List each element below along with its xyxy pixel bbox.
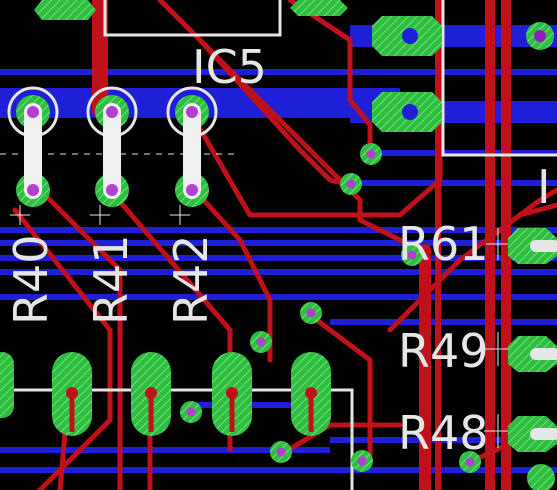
ic-pad-a-hole	[402, 28, 418, 44]
resistor-r41[interactable]	[86, 86, 138, 207]
label-r48: R48	[398, 406, 489, 460]
via[interactable]	[459, 451, 481, 473]
label-r42: R42	[164, 234, 218, 326]
label-ic5: IC5	[192, 40, 267, 94]
ic-pad-b-hole	[402, 104, 418, 120]
via[interactable]	[270, 441, 292, 463]
via[interactable]	[351, 450, 373, 472]
resistor-r42[interactable]	[166, 86, 218, 207]
via[interactable]	[360, 143, 382, 165]
via-top-right-hole	[534, 30, 546, 42]
label-r61: R61	[398, 217, 489, 271]
via[interactable]	[401, 244, 423, 266]
ic5-pad-1[interactable]	[34, 0, 96, 20]
resistor-r40[interactable]	[7, 86, 59, 207]
resistor-pads-right[interactable]	[508, 228, 557, 490]
via[interactable]	[340, 173, 362, 195]
ic5-pad-2[interactable]	[290, 0, 348, 16]
ic-pads-bottom[interactable]	[0, 352, 331, 436]
label-r49: R49	[398, 324, 489, 378]
label-ic-partial: I	[537, 160, 551, 214]
ic-pad-bottom-1[interactable]	[0, 352, 14, 418]
label-r41: R41	[84, 234, 138, 326]
label-r40: R40	[4, 234, 58, 326]
vias[interactable]	[180, 143, 481, 473]
via[interactable]	[250, 331, 272, 353]
via[interactable]	[300, 302, 322, 324]
ic-pads-top[interactable]	[34, 0, 554, 132]
via[interactable]	[180, 401, 202, 423]
